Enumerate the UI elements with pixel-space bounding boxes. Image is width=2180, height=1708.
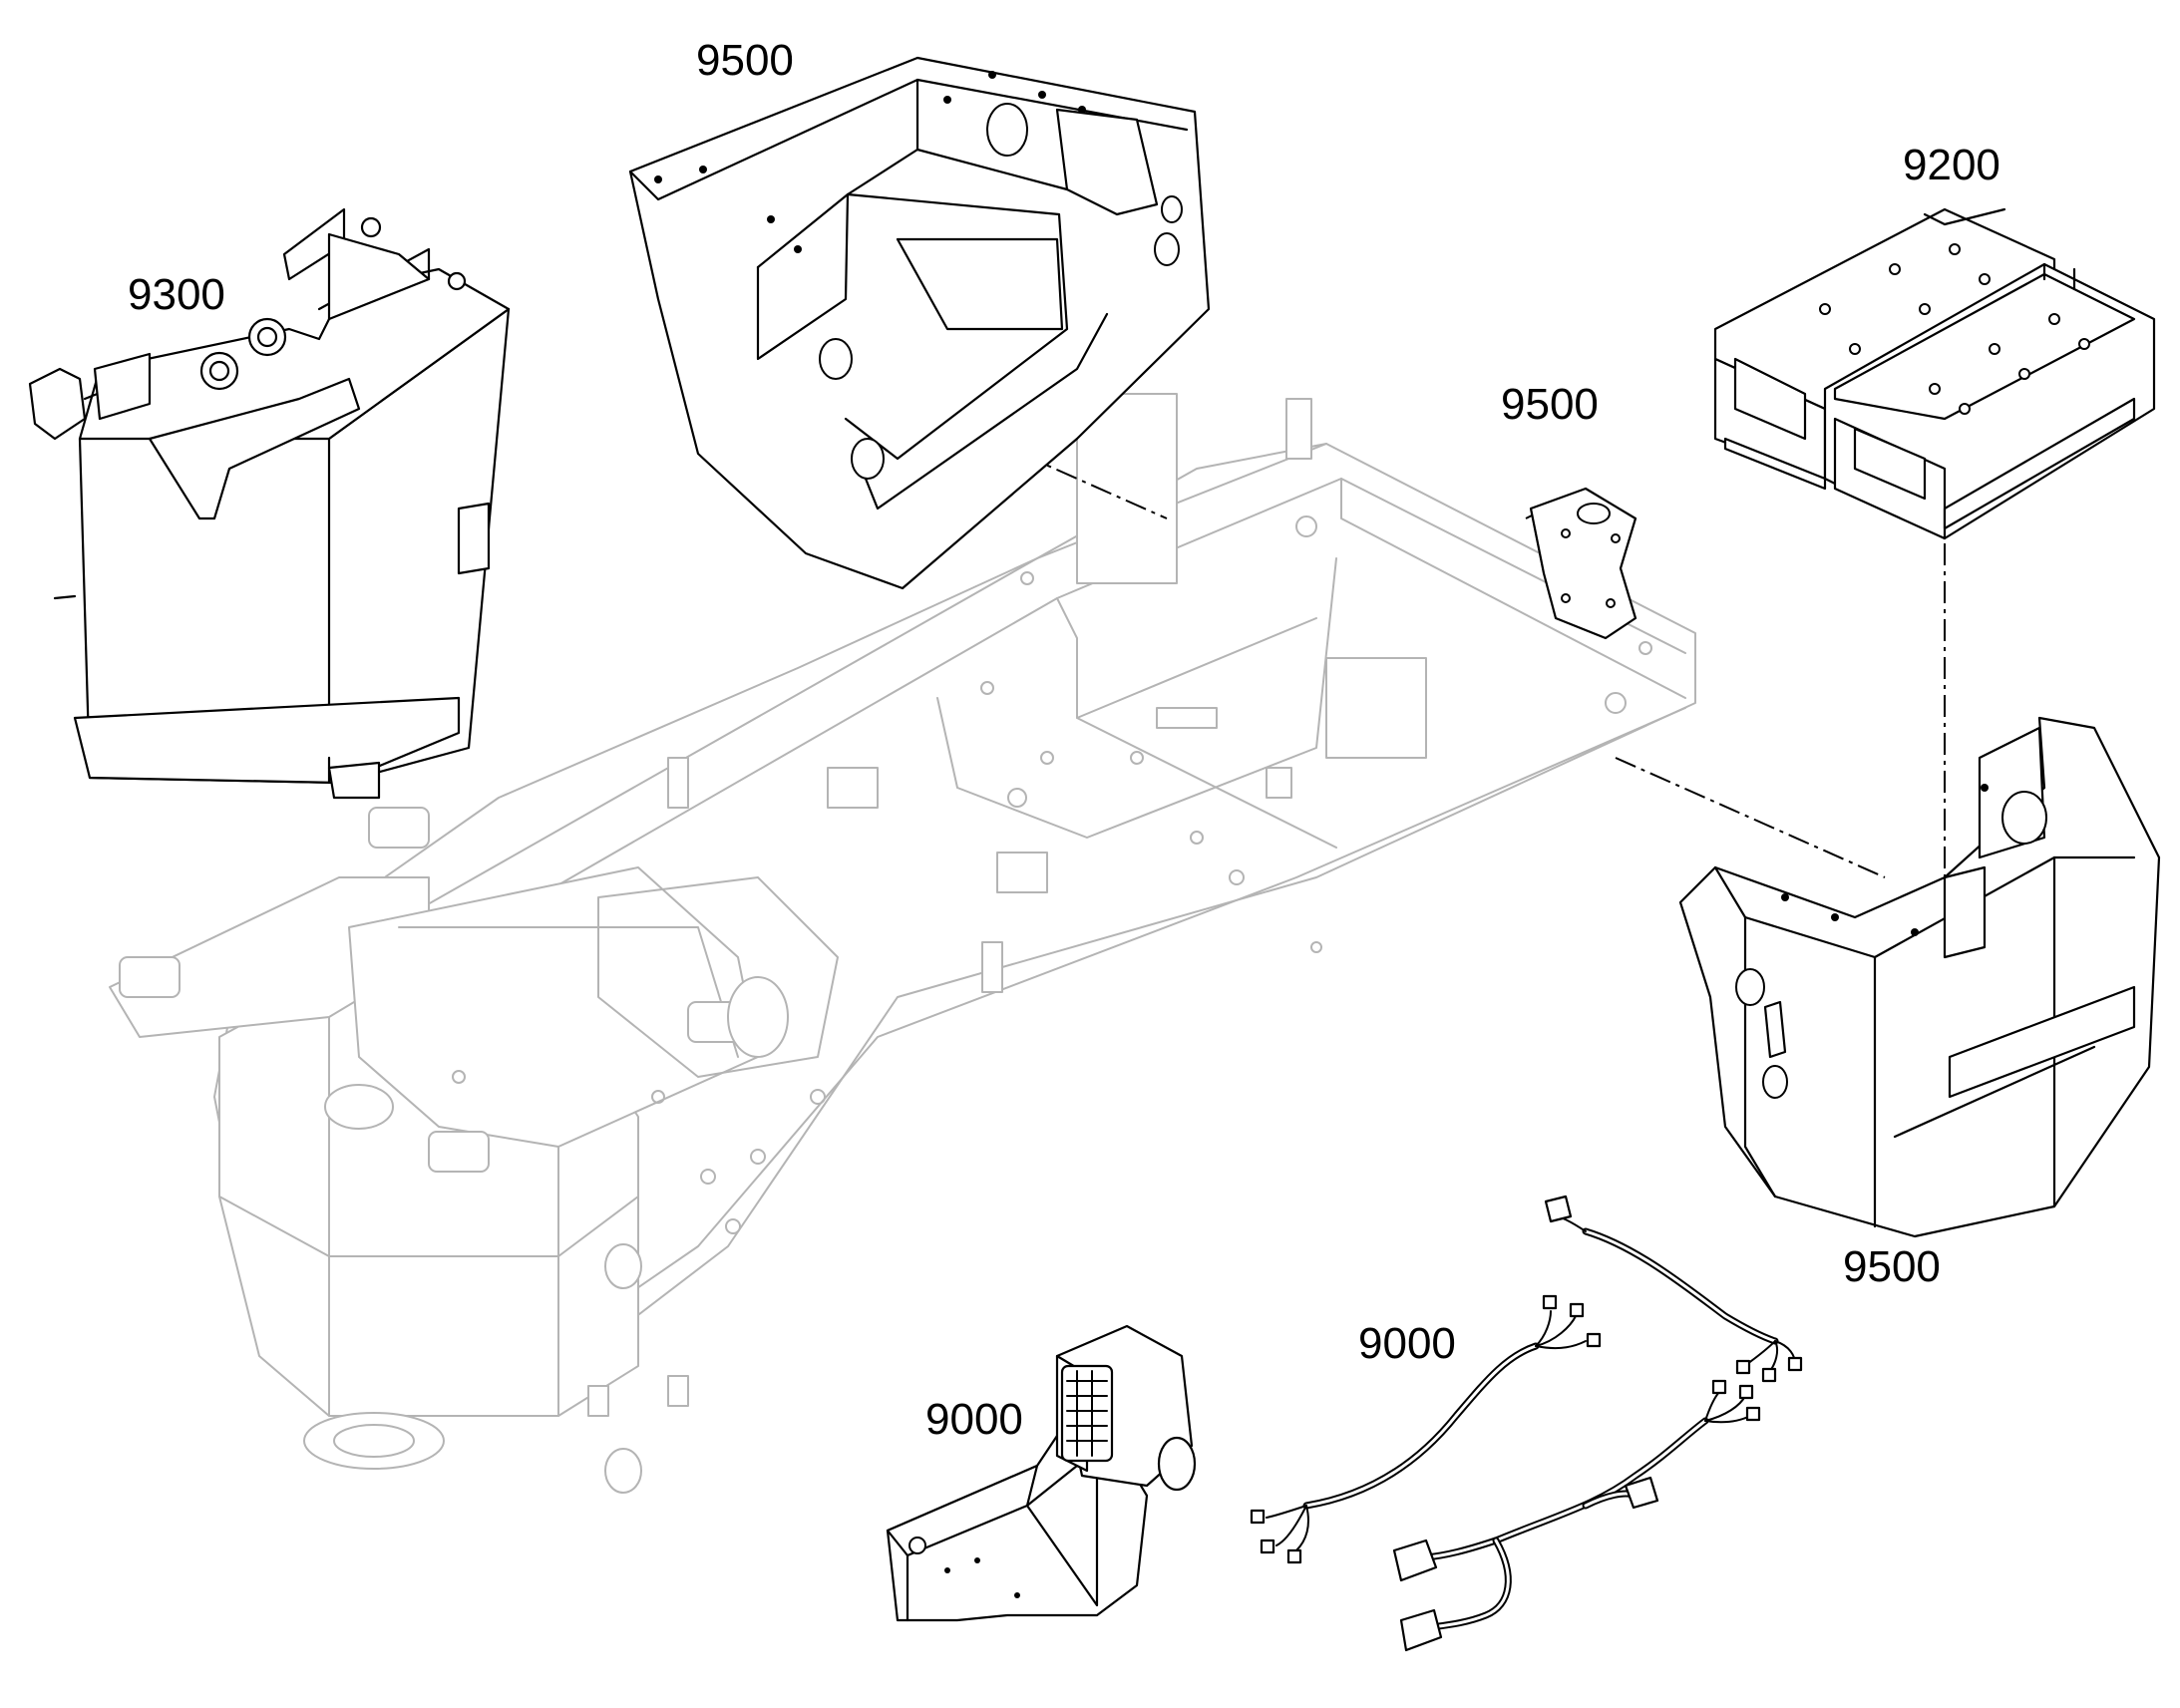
- fuel-tank: [28, 207, 511, 800]
- work-lamp: [886, 1324, 1197, 1622]
- battery-box: [1713, 207, 2156, 540]
- callout-labels: 9500 9300 9200 9500 9500 9000 9000: [128, 36, 2000, 1444]
- main-frame: [109, 393, 1696, 1494]
- callout-counterweight-rear: 9500: [1843, 1242, 1941, 1291]
- wiring-harnesses: [1250, 1195, 1803, 1652]
- callout-harness: 9000: [1358, 1319, 1456, 1368]
- callout-battery-box: 9200: [1903, 141, 2000, 189]
- counterweight-rear: [1678, 716, 2161, 1238]
- mounting-bracket: [1529, 487, 1637, 640]
- counterweight-top: [628, 56, 1211, 590]
- callout-bracket: 9500: [1501, 380, 1599, 429]
- callout-work-lamp: 9000: [925, 1395, 1023, 1444]
- callout-fuel-tank: 9300: [128, 270, 225, 319]
- callout-counterweight-top: 9500: [696, 36, 794, 85]
